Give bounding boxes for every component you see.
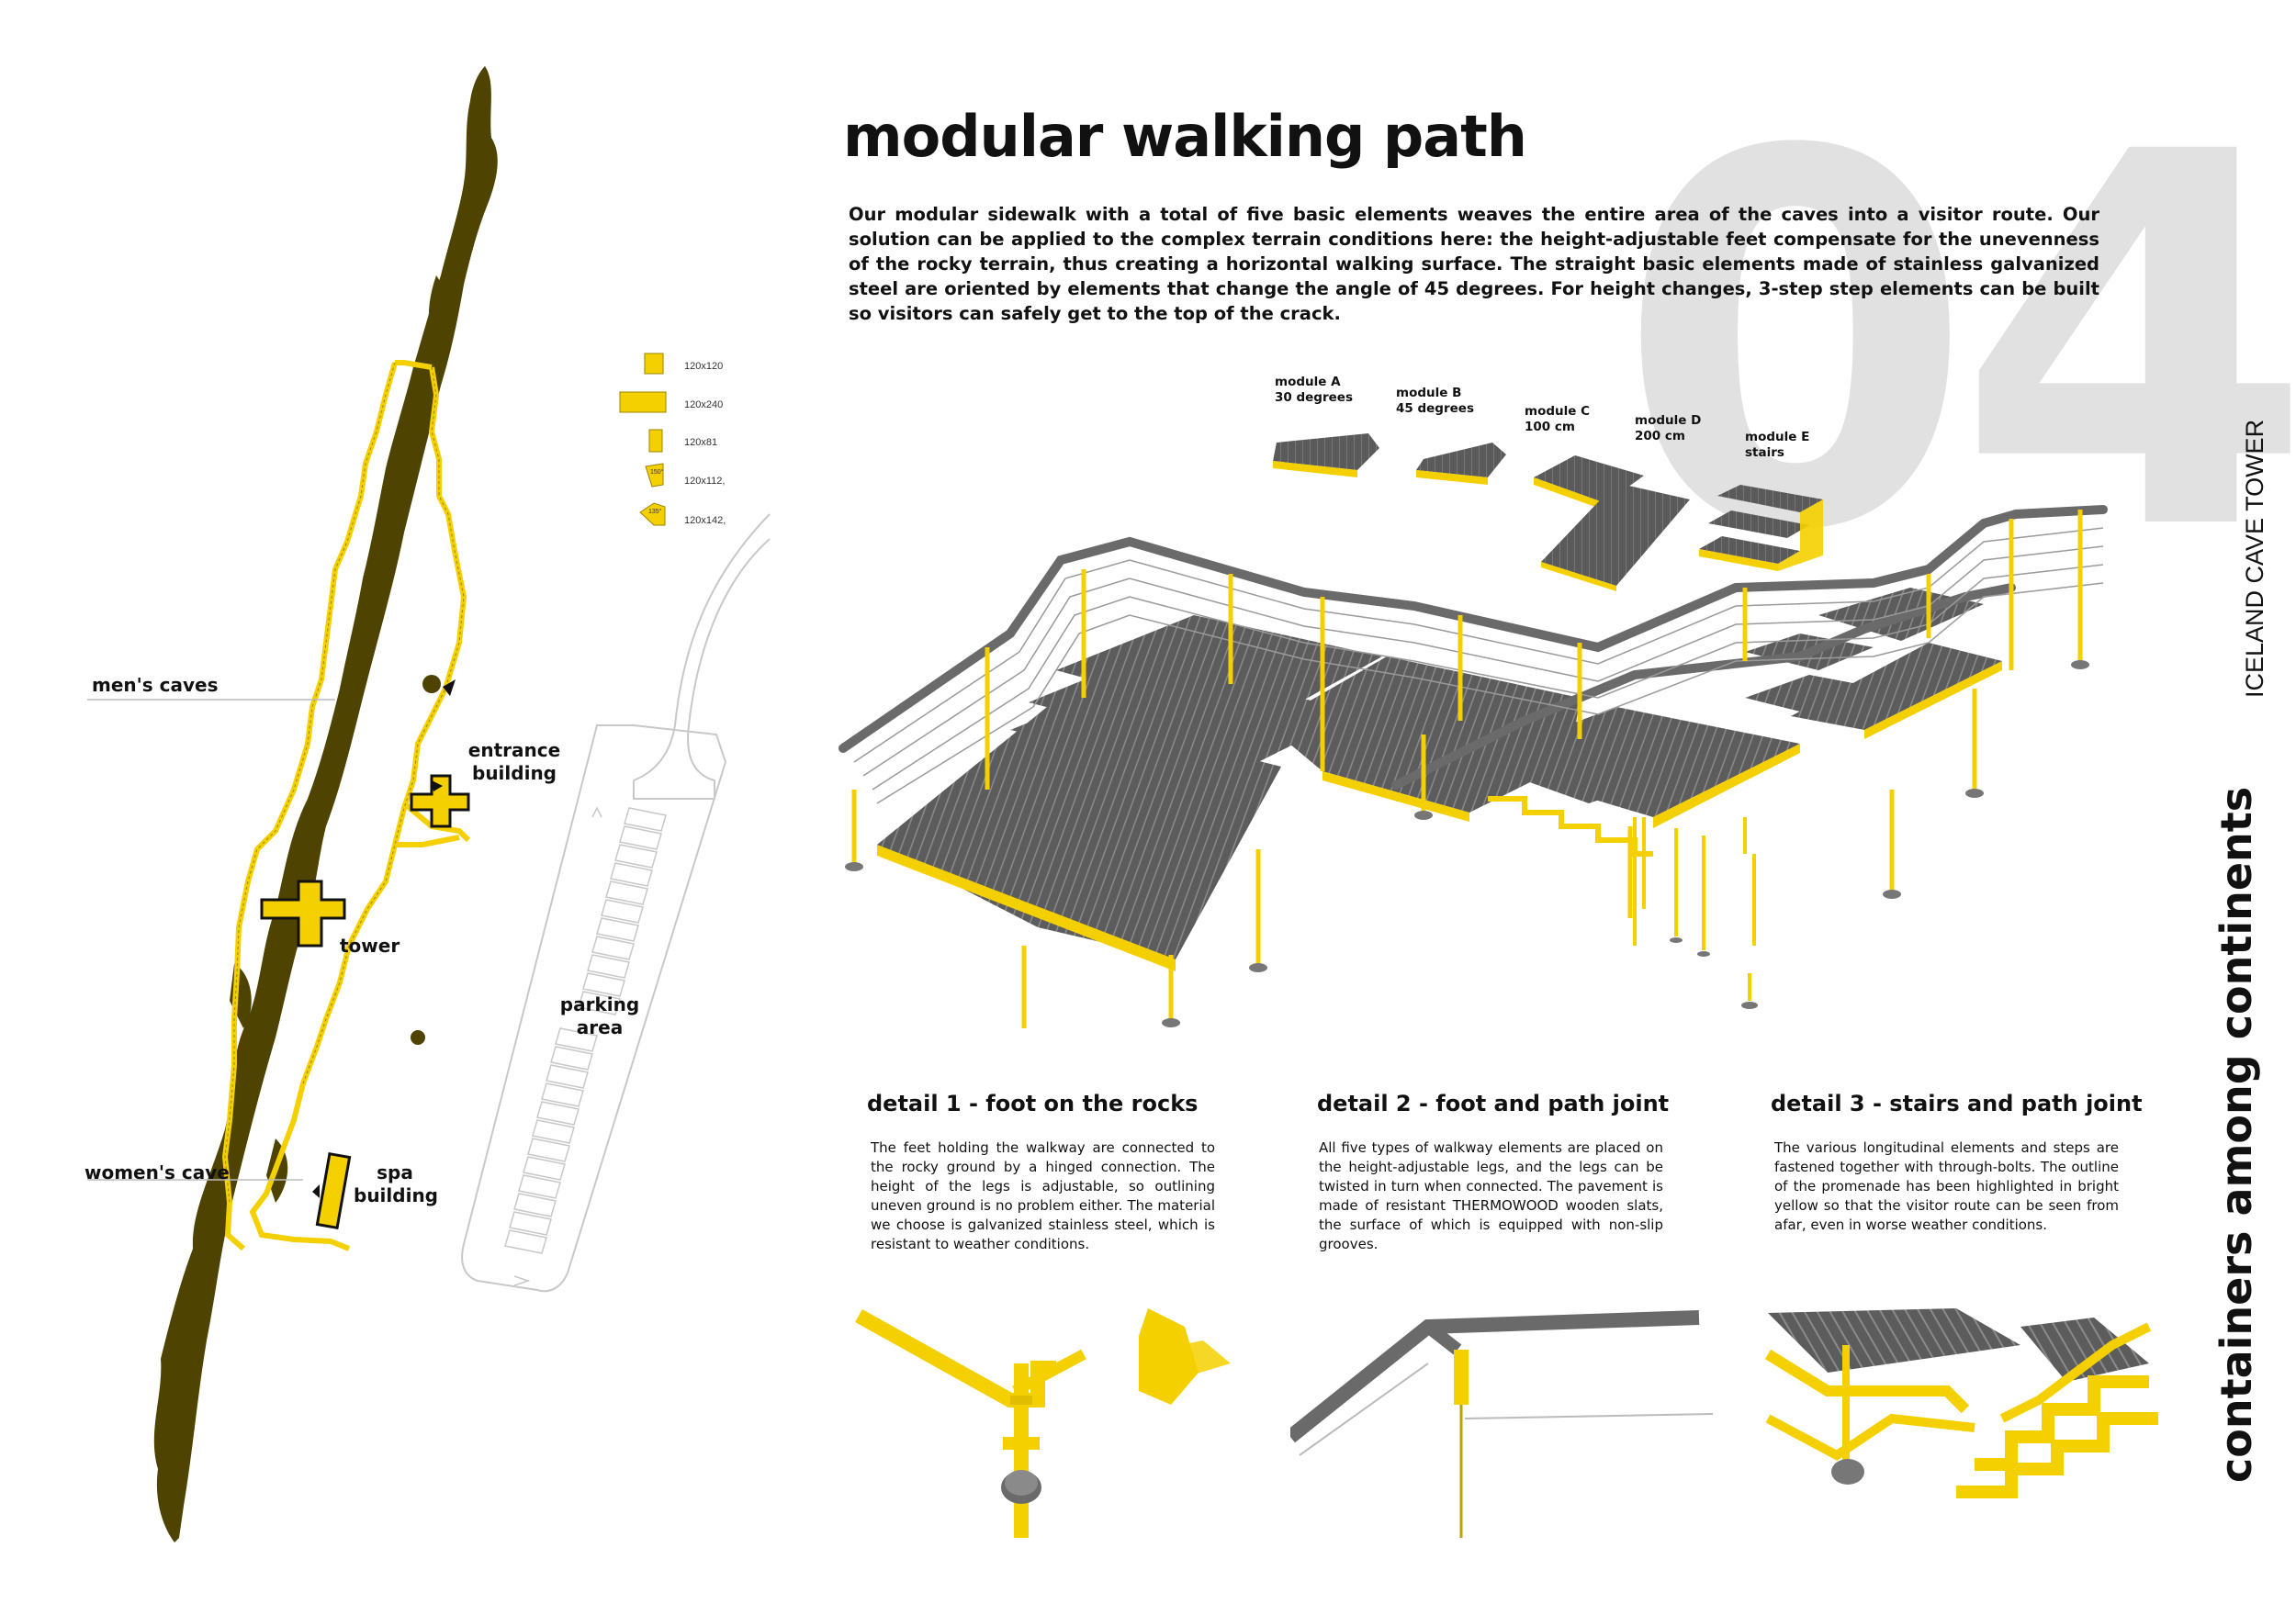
site-map: [87, 66, 771, 1542]
cave-crack: [153, 66, 498, 1542]
legend-label: 120x112,: [684, 476, 726, 487]
detail-3-image: [1764, 1308, 2158, 1498]
label-womens-cave: women's cave: [84, 1161, 230, 1183]
detail-3-heading: detail 3 - stairs and path joint: [1771, 1091, 2143, 1116]
detail-2-heading: detail 2 - foot and path joint: [1317, 1091, 1670, 1116]
legend-angle: 150°: [650, 469, 664, 476]
module-e: [1699, 485, 1823, 571]
theme-title: containers among continents: [2212, 786, 2261, 1483]
handrail-inner: [1391, 583, 2016, 790]
module-drawings: [1273, 433, 1823, 591]
spa-marker: [315, 1151, 352, 1230]
legend-angle: 135°: [648, 509, 662, 515]
road: [633, 513, 771, 800]
legend-label: 120x240: [684, 399, 724, 410]
handrail-outer: [838, 505, 2108, 753]
legend-swatches: [619, 353, 667, 526]
detail-3-text: The various longitudinal elements and st…: [1774, 1139, 2119, 1233]
adjustable-legs: [1642, 817, 1756, 1001]
detail-1-text: The feet holding the walkway are connect…: [871, 1139, 1215, 1252]
label-mens-caves: men's caves: [92, 674, 219, 696]
page-title: modular walking path: [843, 103, 1527, 170]
detail-2-image: [1290, 1310, 1713, 1538]
legend-label: 120x81: [684, 437, 718, 448]
walkway-axonometric: [838, 505, 2108, 1028]
intro-text: Our modular sidewalk with a total of fiv…: [849, 204, 2099, 324]
parking-stalls: [504, 807, 667, 1254]
detail-2-text: All five types of walkway elements are p…: [1319, 1139, 1663, 1252]
legend-label: 120x120: [684, 361, 724, 372]
label-tower: tower: [340, 935, 400, 957]
detail-1-image: [855, 1308, 1231, 1538]
label-spa-building: spa building: [354, 1161, 438, 1206]
module-a: [1273, 433, 1379, 477]
legend-label: 120x142,: [684, 515, 726, 526]
label-parking-area: parking area: [559, 993, 640, 1038]
detail-1-heading: detail 1 - foot on the rocks: [867, 1091, 1199, 1116]
tower-marker: [260, 880, 346, 948]
parking-lot: [461, 724, 727, 1293]
entrance-marker: [410, 774, 470, 828]
label-entrance-building: entrance building: [467, 739, 561, 784]
module-b: [1416, 443, 1506, 485]
module-d: [1541, 483, 1690, 591]
project-name: ICELAND CAVE TOWER: [2241, 419, 2268, 698]
